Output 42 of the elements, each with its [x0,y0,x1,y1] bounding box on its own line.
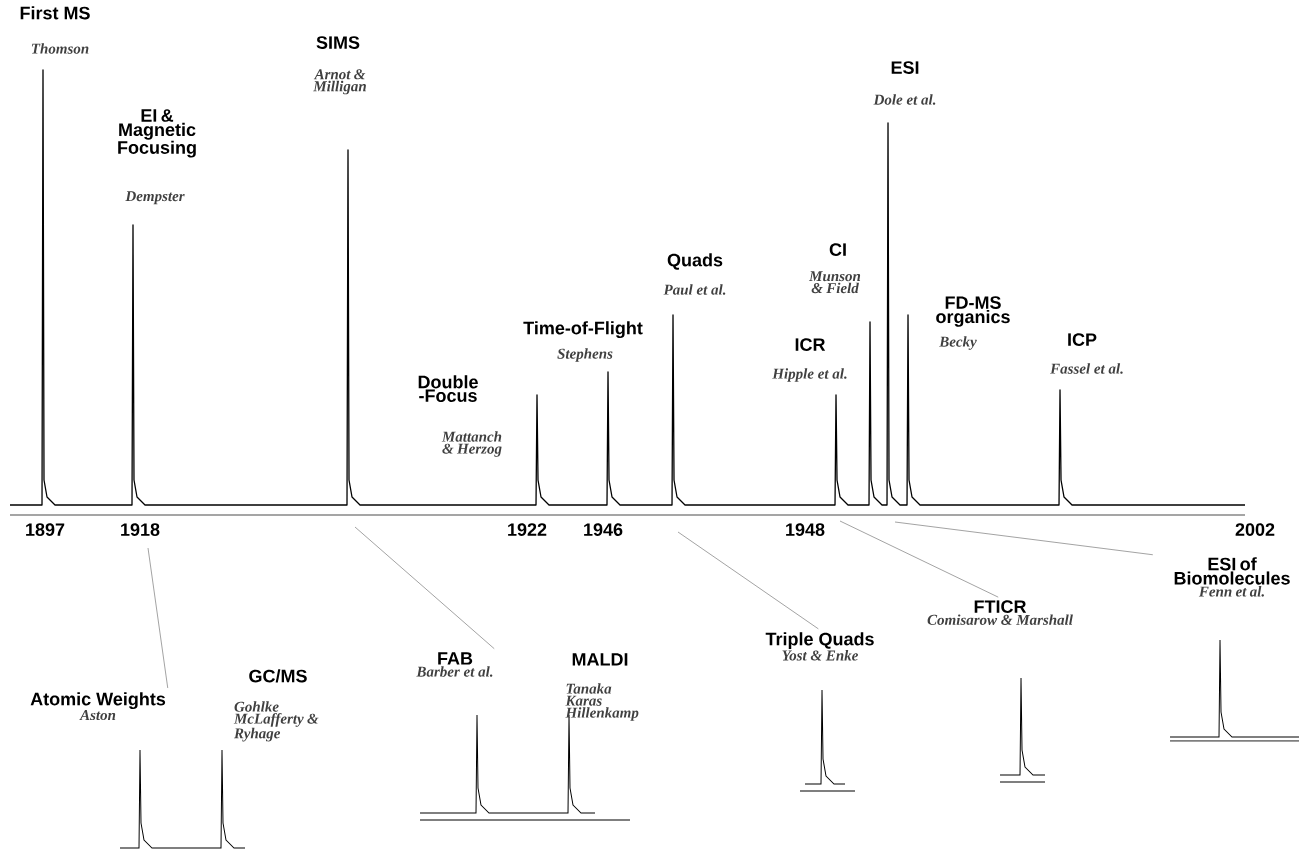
author-label: Dole et al. [873,94,936,105]
author-label: Gohlke McLafferty & Ryhage [233,701,319,742]
author-label: Mattanch & Herzog [441,431,502,457]
year-label: 1946 [584,523,623,536]
technique-label: Double -Focus [418,375,478,402]
author-label: Stephens [557,348,613,362]
author-label: Arnot & Milligan [313,69,366,95]
technique-label: FAB Barber et al. [416,652,493,677]
year-label: 1918 [121,523,160,536]
leader-line [677,531,819,630]
year-label: 1897 [26,523,65,536]
technique-label: ESI [891,61,919,74]
technique-label: SIMS [316,36,360,49]
technique-label: Atomic Weights Aston [30,692,166,721]
year-label: 2002 [1235,523,1275,536]
leader-line [839,520,999,598]
technique-label: Triple Quads Yost & Enke [765,632,874,661]
technique-label: CI [829,243,846,256]
technique-label: MALDI [572,653,628,666]
leader-line [354,526,495,650]
year-label: 1922 [508,523,547,536]
technique-label: FD-MS organics [936,296,1010,327]
technique-label: Quads [667,253,723,270]
technique-label: ICP [1068,333,1097,346]
author-label: Tanaka Karas Hillenkamp [565,683,639,721]
leader-line [147,547,169,689]
author-label: Thomson [31,43,89,54]
technique-label: Time-of-Flight [523,321,643,339]
technique-label: ESI of Biomolecules Fenn et al. [1174,557,1290,597]
year-label: 1948 [786,523,825,536]
author-label: Fassel et al. [1050,363,1123,374]
technique-label: ICR [795,338,826,351]
leader-line [894,521,1154,556]
author-label: Munson & Field [808,271,861,294]
technique-label: GC/MS [249,669,307,683]
author-label: Becky [939,336,977,350]
author-label: Dempster [125,191,185,205]
author-label: Hipple et al. [772,368,847,382]
technique-label: FTICR Comisarow & Marshall [927,600,1073,625]
author-label: Paul et al. [663,284,726,295]
technique-label: First MS [20,6,90,20]
technique-label: EI & Magnetic Focusing [118,109,196,158]
